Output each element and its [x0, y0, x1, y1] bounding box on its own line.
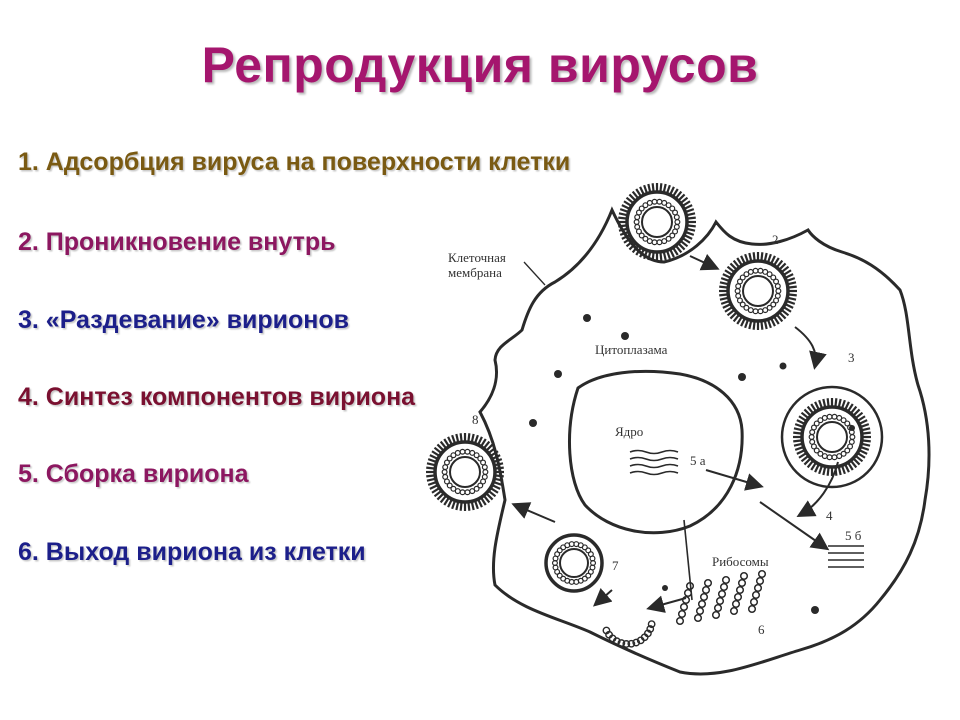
virus-reproduction-diagram: Клеточная мембрана Цитоплазама Ядро Рибо… [426, 183, 931, 676]
membrane-label-line2: мембрана [448, 265, 502, 280]
ribosomes-label: Рибосомы [712, 554, 769, 569]
stage-3-number: 3 [848, 350, 855, 365]
process-arrows [511, 253, 839, 613]
cytoplasm-strands [828, 545, 864, 568]
step-assembly: 5. Сборка вириона [18, 460, 249, 488]
page-title: Репродукция вирусов [201, 37, 759, 93]
cytoplasm-label: Цитоплазама [595, 342, 668, 357]
virus-stage-3 [780, 385, 884, 489]
stage-4-number: 4 [826, 508, 833, 523]
stage-8-number: 8 [472, 412, 479, 427]
virus-stage-8 [426, 433, 504, 511]
cell-membrane [478, 206, 931, 676]
nucleus [568, 369, 744, 535]
stage-5a-number: 5 а [690, 453, 706, 468]
nucleus-label: Ядро [615, 424, 643, 439]
nucleus-genome-strands [629, 449, 679, 476]
stage-2-number: 2 [772, 232, 779, 247]
stage-5b-number: 5 б [845, 528, 862, 543]
virus-stage-2 [719, 252, 797, 330]
step-synthesis: 4. Синтез компонентов вириона [18, 383, 416, 411]
stage-6-number: 6 [758, 622, 765, 637]
step-adsorption: 1. Адсорбция вируса на поверхности клетк… [18, 148, 571, 176]
step-penetration: 2. Проникновение внутрь [18, 228, 336, 256]
virus-stage-1 [618, 183, 696, 261]
ribosome-chains [675, 519, 767, 626]
step-release: 6. Выход вириона из клетки [18, 538, 366, 566]
assembling-capsid [602, 620, 656, 648]
virus-stage-7 [544, 533, 604, 593]
stage-7-number: 7 [612, 558, 619, 573]
step-uncoating: 3. «Раздевание» вирионов [18, 306, 350, 334]
cytoplasm-inclusions [529, 314, 855, 614]
membrane-leader-line [523, 261, 546, 286]
membrane-label-line1: Клеточная [448, 250, 506, 265]
